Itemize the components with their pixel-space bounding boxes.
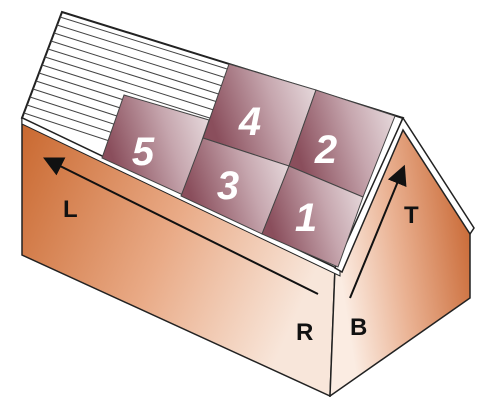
panel-5-number: 5 bbox=[132, 130, 155, 174]
solar-panels: 5 4 3 2 1 bbox=[101, 63, 396, 268]
panel-1 bbox=[261, 165, 364, 268]
label-bottom: B bbox=[350, 314, 367, 341]
gable-roof-edge bbox=[334, 116, 475, 274]
panel-3-number: 3 bbox=[217, 164, 239, 208]
panel-2-number: 2 bbox=[314, 128, 337, 172]
length-arrow bbox=[43, 157, 319, 295]
panel-1-number: 1 bbox=[295, 196, 317, 240]
height-arrow bbox=[349, 164, 407, 299]
panel-4-number: 4 bbox=[238, 100, 261, 144]
label-left: L bbox=[63, 196, 78, 223]
label-right: R bbox=[296, 319, 313, 346]
label-top: T bbox=[404, 202, 419, 229]
